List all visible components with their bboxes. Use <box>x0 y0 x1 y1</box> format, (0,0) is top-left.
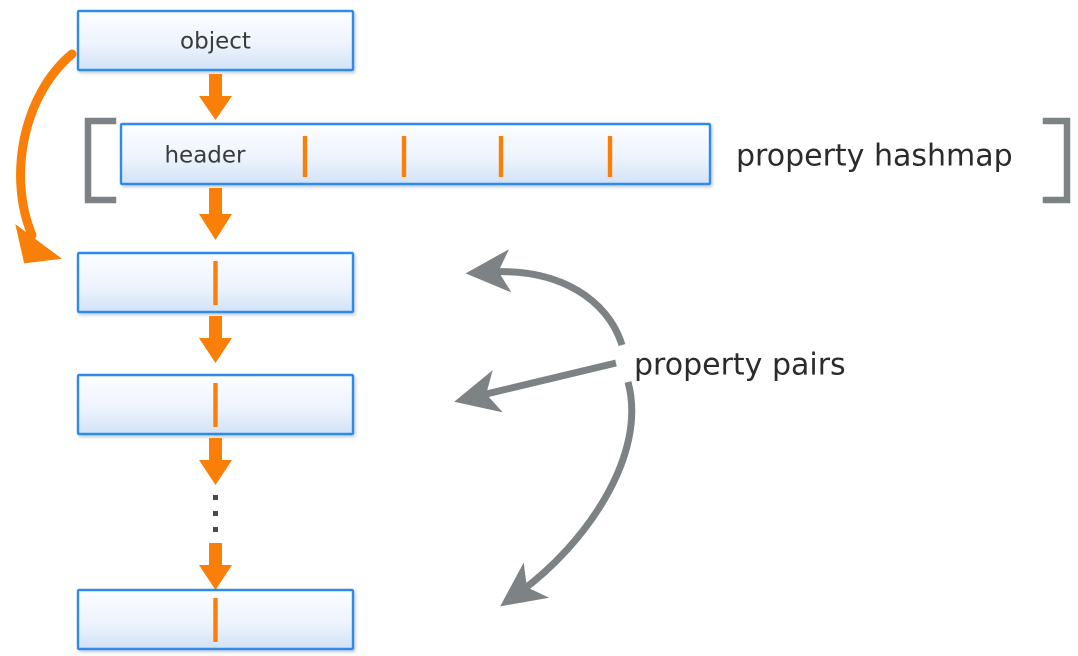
object-box[interactable]: object <box>76 9 355 72</box>
property-pairs-label: property pairs <box>634 348 846 383</box>
arrow-object-to-hashmap <box>199 74 232 120</box>
hashmap-slot-ticks <box>302 136 613 177</box>
vertical-ellipsis-icon <box>213 495 218 532</box>
property-pairs-callout-arrows <box>454 249 636 607</box>
property-hashmap-label: property hashmap <box>736 139 1013 174</box>
property-pair-box-n[interactable] <box>76 588 355 651</box>
left-bracket-icon <box>84 117 117 204</box>
object-box-rect <box>76 9 355 72</box>
property-pair-box-2[interactable] <box>76 373 355 436</box>
arrow-pair2-to-ellipsis <box>199 438 232 485</box>
property-hashmap-box[interactable]: header <box>119 122 712 186</box>
right-bracket-icon <box>1042 117 1071 204</box>
header-cell-label: header <box>164 143 246 169</box>
callout-arrow-middle <box>454 359 617 413</box>
arrow-pair1-to-pair2 <box>199 316 232 363</box>
arrow-object-backreference <box>15 49 77 264</box>
arrow-hashmap-to-pair1 <box>199 188 232 240</box>
property-pair-box-1[interactable] <box>76 251 355 314</box>
callout-arrow-lower <box>500 381 636 607</box>
object-box-label: object <box>180 29 251 55</box>
property-hashmap-rect <box>119 122 712 186</box>
arrow-ellipsis-to-pairn <box>199 543 232 590</box>
callout-arrow-upper <box>465 249 626 347</box>
